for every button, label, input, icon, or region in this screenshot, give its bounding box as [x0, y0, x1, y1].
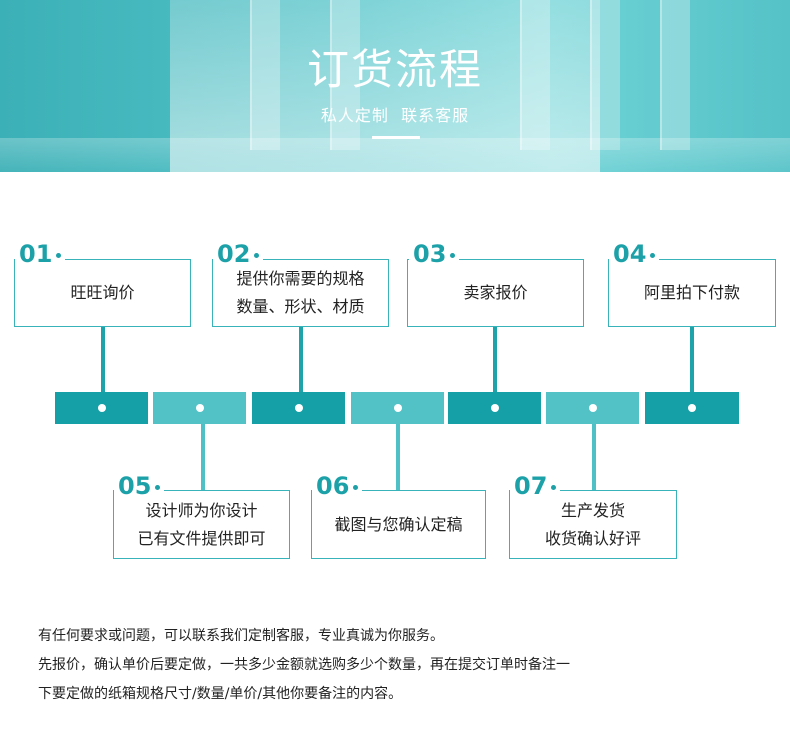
- title-underline: [372, 136, 420, 139]
- banner-window: [250, 0, 280, 150]
- step-number-06: 06: [312, 472, 363, 500]
- note-line: 先报价，确认单价后要定做，一共多少金额就选购多少个数量，再在提交订单时备注一: [38, 657, 570, 673]
- timeline-segment: [448, 392, 541, 424]
- connector-line: [493, 327, 497, 392]
- step-number-01: 01: [15, 240, 66, 268]
- banner-window: [330, 0, 360, 150]
- step-box-07: 生产发货 收货确认好评: [509, 490, 677, 559]
- banner-window: [520, 0, 550, 150]
- step-text: 已有文件提供即可: [137, 528, 266, 548]
- page-title: 订货流程: [306, 45, 483, 94]
- connector-line: [299, 327, 303, 392]
- step-box-02: 提供你需要的规格 数量、形状、材质: [212, 259, 389, 327]
- step-dot-icon: [650, 252, 656, 258]
- step-box-04: 阿里拍下付款: [608, 259, 776, 327]
- note-line: 下要定做的纸箱规格尺寸/数量/单价/其他你要备注的内容。: [38, 686, 403, 702]
- step-dot-icon: [353, 484, 359, 490]
- connector-line: [592, 424, 596, 490]
- timeline-dot-icon: [97, 404, 106, 412]
- connector-line: [101, 327, 105, 392]
- notes-section: 有任何要求或问题，可以联系我们定制客服，专业真诚为你服务。 先报价，确认单价后要…: [38, 622, 768, 709]
- step-number-text: 01: [19, 240, 53, 268]
- step-dot-icon: [254, 252, 260, 258]
- header-banner: 订货流程 私人定制 联系客服: [0, 0, 790, 172]
- timeline-segment: [645, 392, 739, 424]
- step-text: 旺旺询价: [70, 283, 135, 302]
- step-number-text: 05: [118, 472, 152, 500]
- timeline-segment: [546, 392, 639, 424]
- step-text: 设计师为你设计: [145, 500, 258, 520]
- timeline-dot-icon: [490, 404, 499, 412]
- timeline-dot-icon: [195, 404, 204, 412]
- step-number-text: 02: [217, 240, 251, 268]
- step-box-03: 卖家报价: [407, 259, 584, 327]
- step-text: 数量、形状、材质: [236, 297, 365, 316]
- timeline-dot-icon: [588, 404, 597, 412]
- step-text: 生产发货: [560, 500, 625, 520]
- step-number-02: 02: [213, 240, 264, 268]
- banner-floor: [0, 138, 790, 172]
- step-text: 截图与您确认定稿: [334, 514, 463, 534]
- step-number-03: 03: [409, 240, 460, 268]
- banner-window: [590, 0, 620, 150]
- step-number-text: 03: [413, 240, 447, 268]
- step-number-text: 06: [316, 472, 350, 500]
- timeline-dot-icon: [294, 404, 303, 412]
- step-number-text: 04: [613, 240, 647, 268]
- timeline-segment: [351, 392, 444, 424]
- step-text: 提供你需要的规格: [236, 269, 365, 288]
- step-number-text: 07: [514, 472, 548, 500]
- step-number-07: 07: [510, 472, 561, 500]
- connector-line: [396, 424, 400, 490]
- timeline-dot-icon: [688, 404, 696, 412]
- step-text: 收货确认好评: [544, 528, 641, 548]
- step-number-04: 04: [609, 240, 660, 268]
- step-dot-icon: [56, 252, 62, 258]
- note-line: 有任何要求或问题，可以联系我们定制客服，专业真诚为你服务。: [38, 628, 444, 644]
- step-dot-icon: [155, 484, 161, 490]
- connector-line: [201, 424, 205, 490]
- banner-background-image: [170, 0, 600, 172]
- connector-line: [690, 327, 694, 392]
- step-text: 阿里拍下付款: [643, 283, 740, 302]
- banner-window: [660, 0, 690, 150]
- step-box-06: 截图与您确认定稿: [311, 490, 486, 559]
- timeline-segment: [55, 392, 148, 424]
- timeline-segment: [153, 392, 246, 424]
- step-dot-icon: [450, 252, 456, 258]
- timeline-segment: [252, 392, 345, 424]
- timeline-dot-icon: [393, 404, 402, 412]
- step-number-05: 05: [114, 472, 165, 500]
- step-box-01: 旺旺询价: [14, 259, 191, 327]
- step-dot-icon: [551, 484, 557, 490]
- step-text: 卖家报价: [463, 283, 528, 302]
- step-box-05: 设计师为你设计 已有文件提供即可: [113, 490, 290, 559]
- page-subtitle: 私人定制 联系客服: [320, 106, 470, 125]
